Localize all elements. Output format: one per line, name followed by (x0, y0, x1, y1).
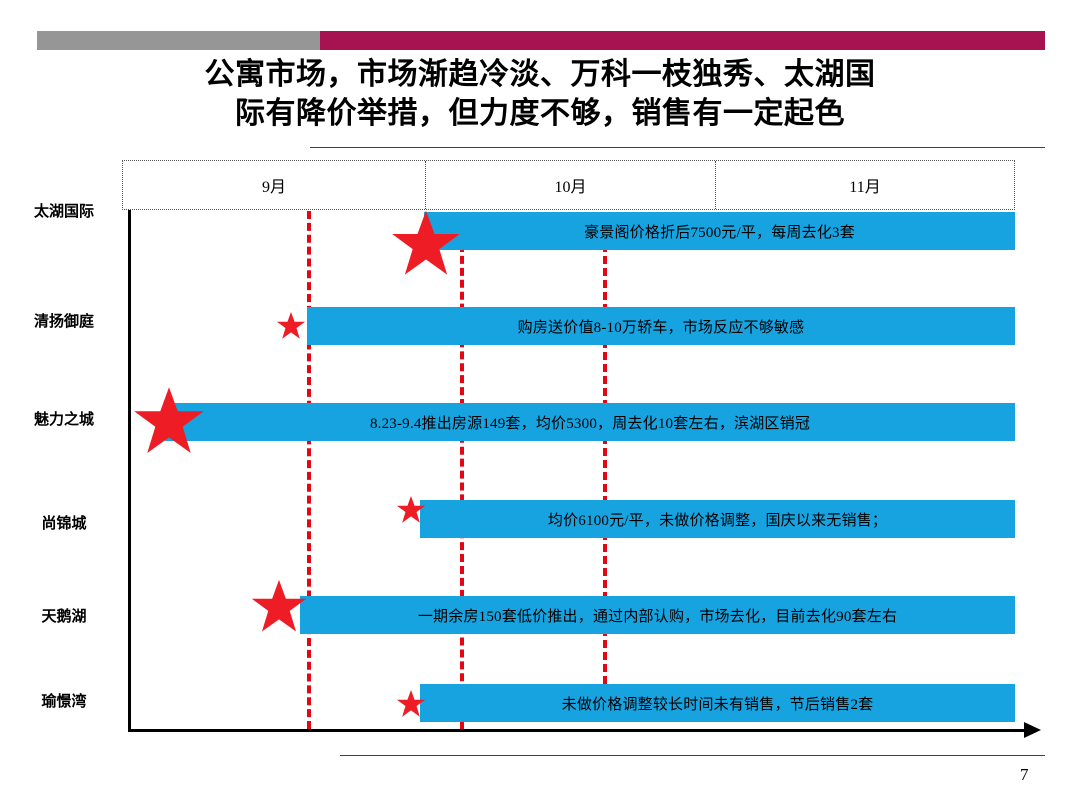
header-accent-bar-magenta (320, 31, 1045, 50)
row-label-meili-zhicheng: 魅力之城 (33, 411, 94, 428)
month-header-band: 9月 10月 11月 (122, 160, 1015, 210)
row-label-shangjin-cheng: 尚锦城 (41, 515, 87, 532)
timeline-bar-qingyang-yuting[interactable]: 购房送价值8-10万轿车，市场反应不够敏感 (307, 307, 1015, 345)
page-title: 公寓市场，市场渐趋冷淡、万科一枝独秀、太湖国 际有降价举措，但力度不够，销售有一… (120, 55, 960, 133)
milestone-star-icon (396, 690, 426, 717)
dashed-guide-line-3 (603, 244, 607, 684)
footer-divider (340, 755, 1045, 756)
milestone-star-icon (396, 496, 426, 523)
milestone-star-icon (276, 312, 306, 339)
header-accent-bar-gray (37, 31, 320, 50)
timeline-bar-label: 8.23-9.4推出房源149套，均价5300，周去化10套左右，滨湖区销冠 (369, 415, 811, 432)
milestone-star-icon (251, 579, 307, 632)
row-label-tiane-hu: 天鹅湖 (41, 608, 87, 625)
timeline-bar-label: 未做价格调整较长时间未有销售，节后销售2套 (561, 696, 874, 713)
row-label-qingyang-yuting: 清扬御庭 (33, 313, 94, 330)
y-axis-line (128, 210, 131, 730)
month-header-cell-2: 10月 (425, 161, 715, 209)
timeline-bar-label: 一期余房150套低价推出，通过内部认购，市场去化，目前去化90套左右 (417, 608, 898, 625)
timeline-bar-label: 购房送价值8-10万轿车，市场反应不够敏感 (517, 319, 805, 336)
row-label-yujing-wan: 瑜憬湾 (41, 693, 87, 710)
timeline-bar-tiane-hu[interactable]: 一期余房150套低价推出，通过内部认购，市场去化，目前去化90套左右 (300, 596, 1015, 634)
timeline-bar-meili-zhicheng[interactable]: 8.23-9.4推出房源149套，均价5300，周去化10套左右，滨湖区销冠 (165, 403, 1015, 441)
x-axis-arrow-icon (1024, 722, 1041, 738)
timeline-bar-shangjin-cheng[interactable]: 均价6100元/平，未做价格调整，国庆以来无销售； (420, 500, 1015, 538)
row-label-taihu-guoji: 太湖国际 (33, 203, 94, 220)
timeline-bar-yujing-wan[interactable]: 未做价格调整较长时间未有销售，节后销售2套 (420, 684, 1015, 722)
x-axis-line (128, 729, 1028, 732)
month-header-cell-1: 9月 (261, 179, 286, 196)
page-title-line-1: 公寓市场，市场渐趋冷淡、万科一枝独秀、太湖国 (204, 58, 876, 91)
dashed-guide-line-1 (307, 211, 311, 729)
timeline-bar-label: 均价6100元/平，未做价格调整，国庆以来无销售； (547, 512, 888, 529)
dashed-guide-line-2 (460, 244, 464, 729)
milestone-star-icon (134, 387, 204, 454)
milestone-star-icon (392, 210, 460, 275)
timeline-bar-label: 豪景阁价格折后7500元/平，每周去化3套 (584, 224, 855, 241)
page-title-line-2: 际有降价举措，但力度不够，销售有一定起色 (235, 97, 845, 130)
month-header-cell-3: 11月 (715, 161, 1014, 209)
page-number: 7 (1020, 765, 1029, 784)
title-underline-divider (310, 147, 1045, 148)
timeline-bar-taihu-guoji[interactable]: 豪景阁价格折后7500元/平，每周去化3套 (424, 212, 1015, 250)
